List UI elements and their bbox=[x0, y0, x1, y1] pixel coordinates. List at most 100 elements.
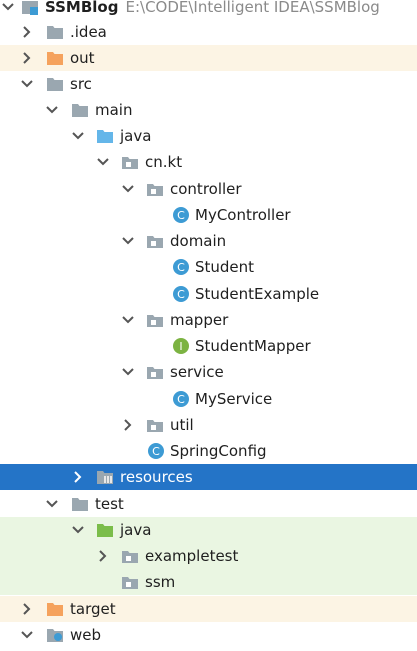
tree-label: exampletest bbox=[145, 547, 239, 565]
folder-icon bbox=[46, 75, 64, 93]
tree-row-web[interactable]: web bbox=[0, 622, 417, 648]
tree-row-src[interactable]: src bbox=[0, 71, 417, 97]
tree-row-mapper[interactable]: mapper bbox=[0, 307, 417, 333]
tree-row-resources[interactable]: resources bbox=[0, 464, 417, 490]
tree-label: cn.kt bbox=[145, 153, 183, 171]
project-path: E:\CODE\Intelligent IDEA\SSMBlog bbox=[125, 0, 380, 16]
chevron-down-icon[interactable] bbox=[120, 233, 136, 249]
chevron-down-icon[interactable] bbox=[95, 154, 111, 170]
chevron-down-icon[interactable] bbox=[19, 627, 35, 643]
package-icon bbox=[121, 153, 139, 171]
class-icon: C bbox=[147, 442, 165, 460]
excluded-folder-icon bbox=[46, 600, 64, 618]
svg-text:I: I bbox=[179, 340, 182, 353]
tree-row-controller[interactable]: controller bbox=[0, 176, 417, 202]
tree-label: target bbox=[70, 600, 116, 618]
chevron-down-icon[interactable] bbox=[19, 76, 35, 92]
tree-row-idea[interactable]: .idea bbox=[0, 19, 417, 45]
web-folder-icon bbox=[46, 626, 64, 644]
tree-label: test bbox=[95, 495, 124, 513]
tree-row-exampletest[interactable]: exampletest bbox=[0, 543, 417, 569]
tree-row-myservice[interactable]: C MyService bbox=[0, 386, 417, 412]
svg-text:C: C bbox=[177, 393, 185, 406]
folder-icon bbox=[71, 495, 89, 513]
class-icon: C bbox=[172, 285, 190, 303]
interface-icon: I bbox=[172, 337, 190, 355]
module-icon bbox=[21, 0, 39, 16]
svg-text:C: C bbox=[177, 261, 185, 274]
tree-label: StudentExample bbox=[195, 285, 320, 303]
chevron-right-icon[interactable] bbox=[120, 417, 136, 433]
chevron-right-icon[interactable] bbox=[19, 24, 35, 40]
test-source-folder-icon bbox=[96, 521, 114, 539]
chevron-down-icon[interactable] bbox=[0, 0, 16, 15]
tree-row-service[interactable]: service bbox=[0, 359, 417, 385]
svg-text:C: C bbox=[152, 445, 160, 458]
tree-row-root[interactable]: SSMBlog E:\CODE\Intelligent IDEA\SSMBlog bbox=[0, 0, 417, 20]
package-icon bbox=[121, 547, 139, 565]
tree-row-target[interactable]: target bbox=[0, 596, 417, 622]
chevron-down-icon[interactable] bbox=[120, 181, 136, 197]
tree-label: Student bbox=[195, 258, 255, 276]
tree-label: ssm bbox=[145, 573, 176, 591]
tree-row-main[interactable]: main bbox=[0, 97, 417, 123]
package-icon bbox=[146, 416, 164, 434]
tree-label: main bbox=[95, 101, 133, 119]
chevron-right-icon[interactable] bbox=[95, 548, 111, 564]
tree-row-java[interactable]: java bbox=[0, 123, 417, 149]
tree-label: resources bbox=[120, 468, 193, 486]
tree-label: util bbox=[170, 416, 194, 434]
resources-folder-icon bbox=[96, 468, 114, 486]
class-icon: C bbox=[172, 206, 190, 224]
tree-label: out bbox=[70, 49, 95, 67]
tree-label: web bbox=[70, 626, 102, 644]
tree-label: SpringConfig bbox=[170, 442, 267, 460]
class-icon: C bbox=[172, 258, 190, 276]
tree-label: MyService bbox=[195, 390, 273, 408]
excluded-folder-icon bbox=[46, 49, 64, 67]
chevron-right-icon[interactable] bbox=[19, 50, 35, 66]
tree-row-out[interactable]: out bbox=[0, 45, 417, 71]
svg-text:C: C bbox=[177, 209, 185, 222]
folder-icon bbox=[71, 101, 89, 119]
tree-row-springconfig[interactable]: C SpringConfig bbox=[0, 438, 417, 464]
tree-row-util[interactable]: util bbox=[0, 412, 417, 438]
package-icon bbox=[146, 180, 164, 198]
chevron-down-icon[interactable] bbox=[70, 522, 86, 538]
package-icon bbox=[146, 232, 164, 250]
folder-icon bbox=[46, 23, 64, 41]
chevron-down-icon[interactable] bbox=[44, 496, 60, 512]
chevron-down-icon[interactable] bbox=[70, 128, 86, 144]
tree-row-domain[interactable]: domain bbox=[0, 228, 417, 254]
tree-label: src bbox=[70, 75, 92, 93]
class-icon: C bbox=[172, 390, 190, 408]
project-name: SSMBlog bbox=[45, 0, 119, 16]
source-folder-icon bbox=[96, 127, 114, 145]
tree-row-test[interactable]: test bbox=[0, 491, 417, 517]
chevron-down-icon[interactable] bbox=[120, 364, 136, 380]
tree-row-studentexample[interactable]: C StudentExample bbox=[0, 281, 417, 307]
tree-row-cn-kt[interactable]: cn.kt bbox=[0, 149, 417, 175]
tree-row-ssm[interactable]: ssm bbox=[0, 569, 417, 595]
tree-row-student[interactable]: C Student bbox=[0, 254, 417, 280]
chevron-down-icon[interactable] bbox=[44, 102, 60, 118]
tree-label: java bbox=[120, 521, 152, 539]
chevron-right-icon[interactable] bbox=[19, 601, 35, 617]
tree-row-mycontroller[interactable]: C MyController bbox=[0, 202, 417, 228]
tree-label: controller bbox=[170, 180, 242, 198]
chevron-down-icon[interactable] bbox=[120, 312, 136, 328]
package-icon bbox=[121, 573, 139, 591]
tree-row-studentmapper[interactable]: I StudentMapper bbox=[0, 333, 417, 359]
tree-label: domain bbox=[170, 232, 227, 250]
tree-row-test-java[interactable]: java bbox=[0, 517, 417, 543]
chevron-right-icon[interactable] bbox=[70, 469, 86, 485]
package-icon bbox=[146, 311, 164, 329]
tree-label: java bbox=[120, 127, 152, 145]
tree-label: MyController bbox=[195, 206, 291, 224]
package-icon bbox=[146, 363, 164, 381]
tree-label: .idea bbox=[70, 23, 107, 41]
tree-label: StudentMapper bbox=[195, 337, 311, 355]
tree-label: mapper bbox=[170, 311, 229, 329]
svg-text:C: C bbox=[177, 288, 185, 301]
